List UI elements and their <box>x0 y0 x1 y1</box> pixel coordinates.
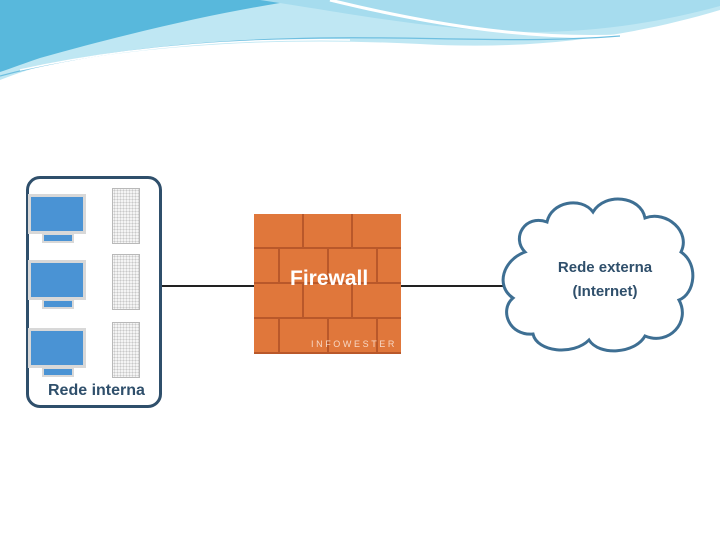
pc-tower-icon <box>112 188 140 244</box>
internet-label: (Internet) <box>572 283 638 300</box>
monitor-icon <box>28 260 86 300</box>
monitor-icon <box>28 194 86 234</box>
external-network-label: Rede externa <box>557 259 653 276</box>
monitor-stand <box>42 233 74 243</box>
header-wave-decoration <box>0 0 720 80</box>
computer-icon <box>28 188 140 246</box>
pc-tower-icon <box>112 254 140 310</box>
firewall-wall <box>254 214 401 354</box>
computer-icon <box>28 322 140 380</box>
monitor-icon <box>28 328 86 368</box>
computer-icon <box>28 254 140 312</box>
firewall-brand-label: INFOWESTER <box>311 339 397 349</box>
monitor-stand <box>42 367 74 377</box>
pc-tower-icon <box>112 322 140 378</box>
cloud-icon <box>501 197 695 353</box>
firewall-label: Firewall <box>290 267 369 290</box>
lan-firewall-link <box>162 285 254 287</box>
monitor-stand <box>42 299 74 309</box>
firewall-internet-link <box>401 285 505 287</box>
internal-network-label: Rede interna <box>48 382 145 399</box>
